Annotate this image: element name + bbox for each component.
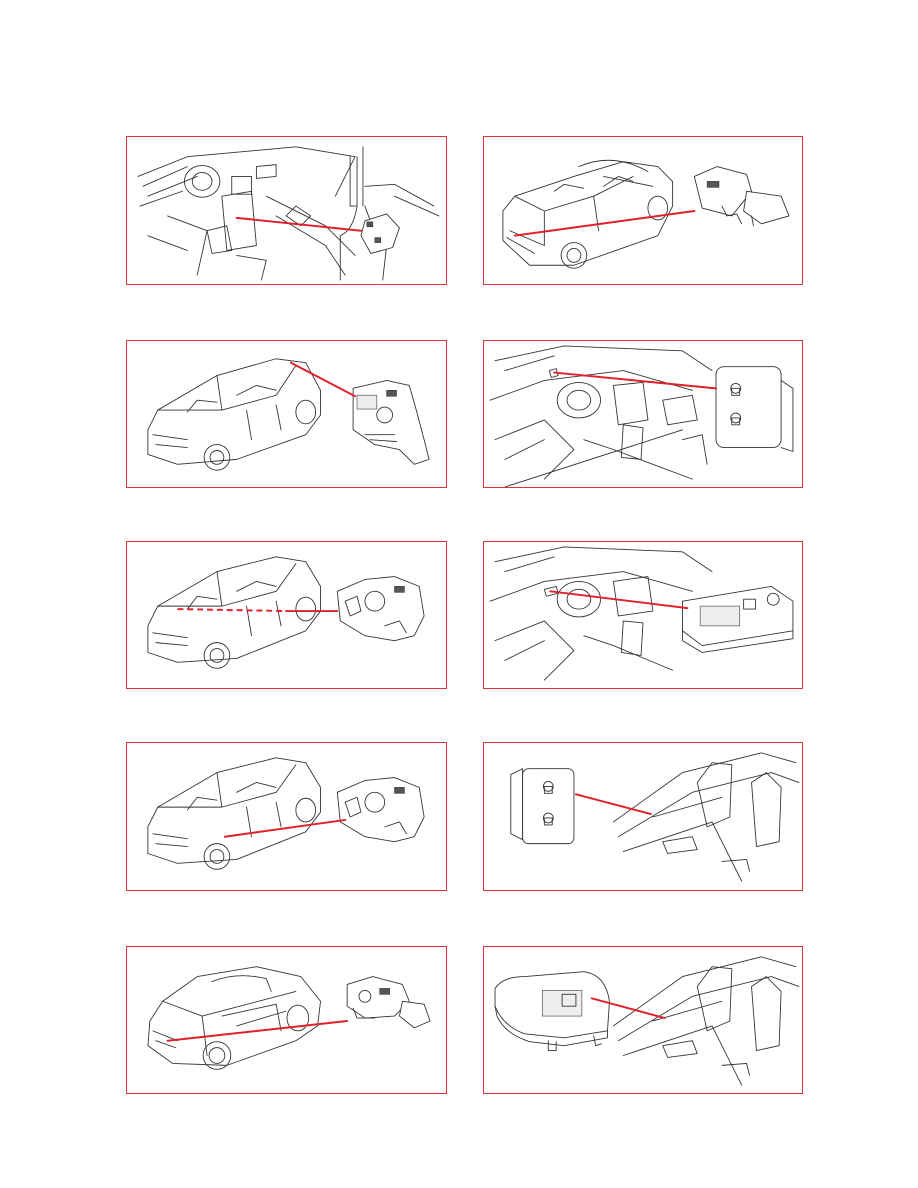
- illustration-sedan-fuel-lid-actuator: [127, 341, 446, 487]
- illustration-window-switch-door-trim: [484, 947, 802, 1093]
- illustration-dashboard-module: [127, 137, 446, 284]
- panel-window-switch-door-trim: [483, 946, 803, 1094]
- panel-dashboard-module: [126, 136, 447, 285]
- panel-lock-switch-door-trim: [483, 742, 803, 891]
- illustration-rear-door-lock-dashed: [127, 542, 446, 688]
- illustration-convertible-rear-lock: [484, 137, 802, 284]
- panel-door-lock-switch-dash: [483, 340, 803, 488]
- panel-convertible-rear-lock: [483, 136, 803, 285]
- panel-window-switch-panel-dash: [483, 541, 803, 689]
- panel-sedan-fuel-lid-actuator: [126, 340, 447, 488]
- panel-rear-door-lock-dashed: [126, 541, 447, 689]
- panel-front-door-lock: [126, 742, 447, 891]
- illustration-door-lock-switch-dash: [484, 341, 802, 487]
- illustration-hatchback-tailgate-lock: [127, 947, 446, 1093]
- illustration-front-door-lock: [127, 743, 446, 890]
- illustration-window-switch-panel-dash: [484, 542, 802, 688]
- illustration-lock-switch-door-trim: [484, 743, 802, 890]
- panel-hatchback-tailgate-lock: [126, 946, 447, 1094]
